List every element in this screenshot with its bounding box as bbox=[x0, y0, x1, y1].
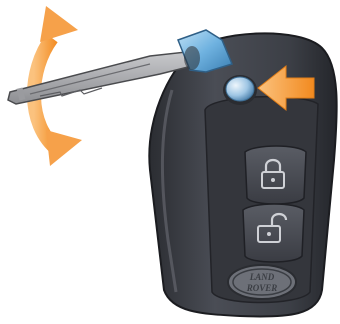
lock-button bbox=[245, 146, 306, 204]
brand-logo: LAND ROVER bbox=[228, 265, 296, 299]
release-button bbox=[223, 75, 257, 105]
logo-text-line2: ROVER bbox=[246, 283, 278, 293]
key-hinge bbox=[178, 30, 232, 72]
unlock-button bbox=[243, 204, 304, 262]
logo-text-line1: LAND bbox=[249, 272, 275, 282]
